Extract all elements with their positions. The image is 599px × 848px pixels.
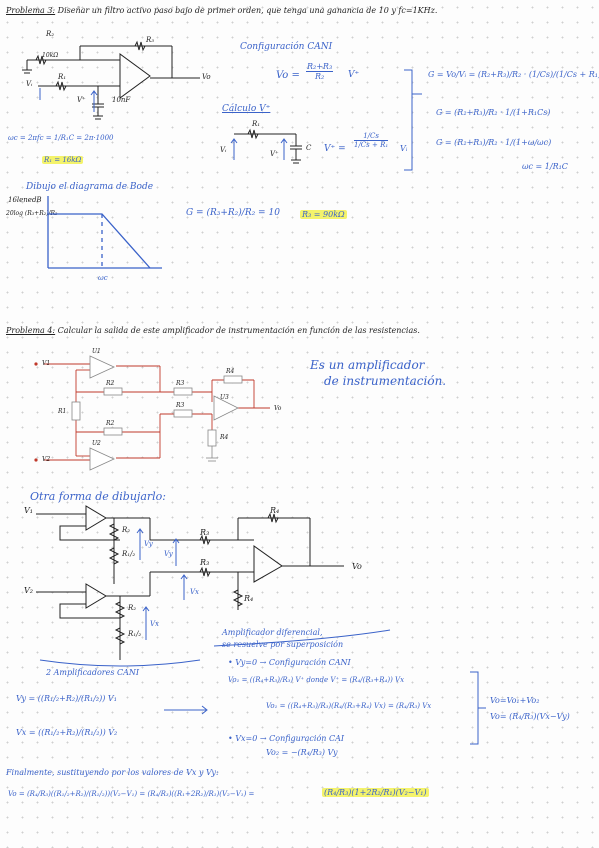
p4-v1-label: V1 xyxy=(42,360,51,367)
p3-r1-result-text: R₁ = 16kΩ xyxy=(42,156,84,164)
p3-r2-label: R₂ xyxy=(46,30,55,38)
p4-u3-label: U3 xyxy=(220,394,229,401)
p3-vo-eq-lhs: Vo = xyxy=(276,70,300,81)
p3-cap-label: 10nF xyxy=(112,96,131,104)
p4-r4b-label: R4 xyxy=(220,434,229,441)
p4-note-line1: Es un amplificador xyxy=(310,358,425,372)
p3-bode-title: Dibujo el diagrama de Bode xyxy=(26,182,154,192)
p3-vo-eq-num: R₂+R₃ xyxy=(306,62,334,72)
problem4-title: Problema 4: xyxy=(6,326,56,335)
problem4-statement: Problema 4: Calcular la salida de este a… xyxy=(6,326,420,335)
s-r2a-label: R₂ xyxy=(122,526,131,534)
problem4-text: Calcular la salida de este amplificador … xyxy=(57,326,420,335)
p4-r2a-label: R2 xyxy=(106,380,115,387)
p4-r4a-label: R4 xyxy=(226,368,235,375)
p3-vplus-den: 1/Cs + R₁ xyxy=(354,141,389,149)
p3-wc-calc: ωc = 2πfc = 1/R₁C = 2π·1000 xyxy=(8,134,114,142)
p3-r1-result: R₁ = 16kΩ xyxy=(42,156,84,164)
p4-r3b-label: R3 xyxy=(176,402,185,409)
p3-vo-eq-rhs: V⁺ xyxy=(348,70,360,80)
p4-u2-label: U2 xyxy=(92,440,101,447)
p4-vx-eq: Vx = ((R₁/₂+R₂)/(R₁/₂)) V₂ xyxy=(16,728,118,737)
p4-r2b-label: R2 xyxy=(106,420,115,427)
p4-vo-label: Vo xyxy=(274,405,282,412)
s-vx1-label: Vx xyxy=(190,588,200,596)
p3-r2-value: 10kΩ xyxy=(42,52,59,59)
p3-config-title: Configuración CANI xyxy=(240,42,333,52)
p4-other-title: Otra forma de dibujarlo: xyxy=(30,490,166,503)
p4-final-eq: Vo = (R₄/R₃)((R₁/₂+R₂)/(R₁/₂))(V₂−V₁) = … xyxy=(8,790,255,798)
s-r3a-label: R₃ xyxy=(200,528,210,537)
p4-note-line2: de instrumentación. xyxy=(324,374,447,388)
p3-calc-vplus: V⁺ xyxy=(270,150,279,158)
problem3-statement: Problema 3: Diseñar un filtro activo pas… xyxy=(6,6,437,15)
s-v2-label: V₂ xyxy=(24,586,33,595)
p4-u1-label: U1 xyxy=(92,348,101,355)
p4-diff-sub: se resuelve por superposición xyxy=(222,640,344,649)
s-v1-label: V₁ xyxy=(24,506,33,515)
p3-vo-label: Vo xyxy=(202,73,211,81)
p3-vplus-label: V⁺ xyxy=(77,96,86,104)
p3-vo-eq-fraction: R₂+R₃ R₂ xyxy=(306,62,334,81)
s-vx2-label: Vx xyxy=(150,620,160,628)
p4-diff-title: Amplificador diferencial, xyxy=(222,628,323,637)
p3-calc-r1: R₁ xyxy=(252,120,261,128)
p3-bode-wc: ωc xyxy=(98,274,108,282)
s-vy2-label: Vy xyxy=(164,550,173,558)
p4-vy-eq: Vy = ((R₁/₂+R₂)/(R₁/₂)) V₁ xyxy=(16,694,117,703)
p3-vplus-num: 1/Cs xyxy=(354,132,389,141)
p4-sum-eq2: Vo= (R₄/R₃)(Vx−Vy) xyxy=(490,712,570,721)
s-vy1-label: Vy xyxy=(144,540,153,548)
p3-vplus-eq: V⁺ = xyxy=(324,144,346,154)
s-r3b-label: R₃ xyxy=(200,558,210,567)
p4-vo1-eq: Vo₁ = ((R₄+R₃)/R₃) V⁺ donde V⁺ = (R₄/(R₃… xyxy=(228,676,405,684)
p4-case2: • Vx=0 → Configuración CAI xyxy=(228,734,345,743)
p3-bode-gain: 20log (R₃+R₂)/R₂ xyxy=(6,210,58,217)
p3-vo-eq-den: R₂ xyxy=(314,72,325,81)
p4-final-title: Finalmente, sustituyendo por los valores… xyxy=(6,768,219,777)
p4-sum-eq1: Vo=Vo₁+Vo₂ xyxy=(490,696,540,705)
p4-case1: • Vy=0 → Configuración CANI xyxy=(228,658,351,667)
p3-calc-c: C xyxy=(306,144,312,152)
p3-calc-vi: Vᵢ xyxy=(220,146,227,154)
p3-vi-label: Vᵢ xyxy=(26,80,33,88)
s-r2b-label: R₂ xyxy=(128,604,137,612)
p3-calc-title: Cálculo V⁺ xyxy=(222,104,271,114)
p3-g-eq1: G = Vo/Vᵢ = (R₂+R₃)/R₂ · (1/Cs)/(1/Cs + … xyxy=(428,70,599,79)
problem3-title: Problema 3: xyxy=(6,6,56,15)
s-r1b-label: R₁/₂ xyxy=(128,630,142,638)
s-r4a-label: R₄ xyxy=(270,506,280,515)
p3-r3-label: R₃ xyxy=(146,36,155,44)
p4-vo2-eq: Vo₂ = −(R₄/R₃) Vy xyxy=(266,748,338,757)
s-vo-label: Vo xyxy=(352,562,362,571)
p3-bode-db: 16lenedB xyxy=(8,196,42,204)
p3-vplus-vi: Vᵢ xyxy=(400,144,408,153)
p4-final-result: (R₄/R₃)(1+2R₂/R₁)(V₂−V₁) xyxy=(322,788,429,797)
p4-v2-label: V2 xyxy=(42,456,51,463)
p3-r1-label: R₁ xyxy=(58,73,67,81)
p4-r3a-label: R3 xyxy=(176,380,185,387)
s-r1a-label: R₁/₂ xyxy=(122,550,136,558)
p4-final-result-text: (R₄/R₃)(1+2R₂/R₁)(V₂−V₁) xyxy=(322,788,429,797)
p3-vplus-fraction: 1/Cs 1/Cs + R₁ xyxy=(354,132,389,149)
p4-vo1-eq2: Vo₁ = ((R₄+R₃)/R₃)(R₄/(R₃+R₄) Vx) = (R₄/… xyxy=(266,702,432,710)
p4-two-amp: 2 Amplificadores CANI xyxy=(46,668,140,677)
p3-gain-eq: G = (R₃+R₂)/R₂ = 10 xyxy=(186,208,280,218)
p3-r3-result-text: R₃ = 90kΩ xyxy=(300,210,347,219)
p3-r3-result: R₃ = 90kΩ xyxy=(300,210,347,219)
p4-r1-label: R1 xyxy=(58,408,67,415)
p3-g-eq3: G = (R₂+R₃)/R₂ · 1/(1+ω/ωc) xyxy=(436,138,552,147)
p3-wc-eq: ωc = 1/R₁C xyxy=(522,162,568,171)
p3-g-eq2: G = (R₂+R₃)/R₂ · 1/(1+R₁Cs) xyxy=(436,108,551,117)
problem3-text: Diseñar un filtro activo paso bajo de pr… xyxy=(57,6,438,15)
s-r4b-label: R₄ xyxy=(244,594,254,603)
